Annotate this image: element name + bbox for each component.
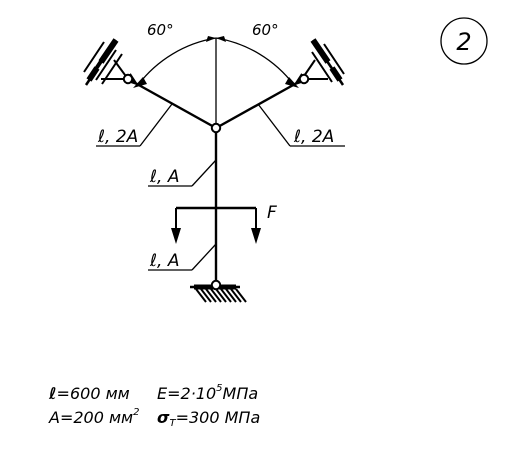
yield-value: =300 МПа	[175, 408, 261, 427]
angle-right-label: 60°	[252, 21, 279, 39]
yield-subscript: Т	[169, 418, 176, 429]
hinge-left	[122, 73, 134, 85]
given-length: ℓ=600 мм	[49, 386, 130, 402]
given-area: A=200 мм2	[49, 407, 140, 427]
given-modulus: E=2·105МПа	[157, 383, 259, 403]
hinge-bottom	[210, 279, 222, 291]
rod-middle-label: ℓ, A	[149, 167, 179, 187]
angle-left-label: 60°	[147, 21, 174, 39]
rod-left	[127, 77, 217, 130]
area-exponent: 2	[133, 407, 140, 418]
hinge-center	[210, 122, 222, 134]
rod-left-label: ℓ, 2A	[97, 127, 138, 147]
right-wall-support	[301, 38, 345, 86]
hinges	[122, 73, 310, 291]
area-symbol: A	[49, 408, 60, 427]
modulus-unit: МПа	[222, 384, 259, 403]
angle-arrowheads	[133, 36, 299, 88]
rod-right	[215, 77, 305, 130]
angle-annotations	[124, 37, 308, 128]
left-wall-support	[83, 38, 129, 86]
problem-number: 2	[456, 28, 471, 56]
rods	[127, 77, 305, 285]
modulus-prefix: E=2·10	[157, 384, 217, 403]
rod-right-label: ℓ, 2A	[293, 127, 334, 147]
length-value: =600 мм	[56, 384, 130, 403]
rod-lower-label: ℓ, A	[149, 251, 179, 271]
length-symbol: ℓ	[49, 384, 57, 403]
given-yield: σТ=300 МПа	[157, 408, 261, 429]
area-value: =200 мм	[59, 408, 134, 427]
force-label: F	[267, 203, 277, 223]
force-arrowheads	[171, 228, 261, 244]
label-leaders	[96, 103, 345, 271]
yield-symbol: σ	[157, 408, 170, 427]
problem-number-badge: 2	[440, 17, 488, 65]
modulus-exponent: 5	[216, 383, 223, 394]
hinge-right	[298, 73, 310, 85]
